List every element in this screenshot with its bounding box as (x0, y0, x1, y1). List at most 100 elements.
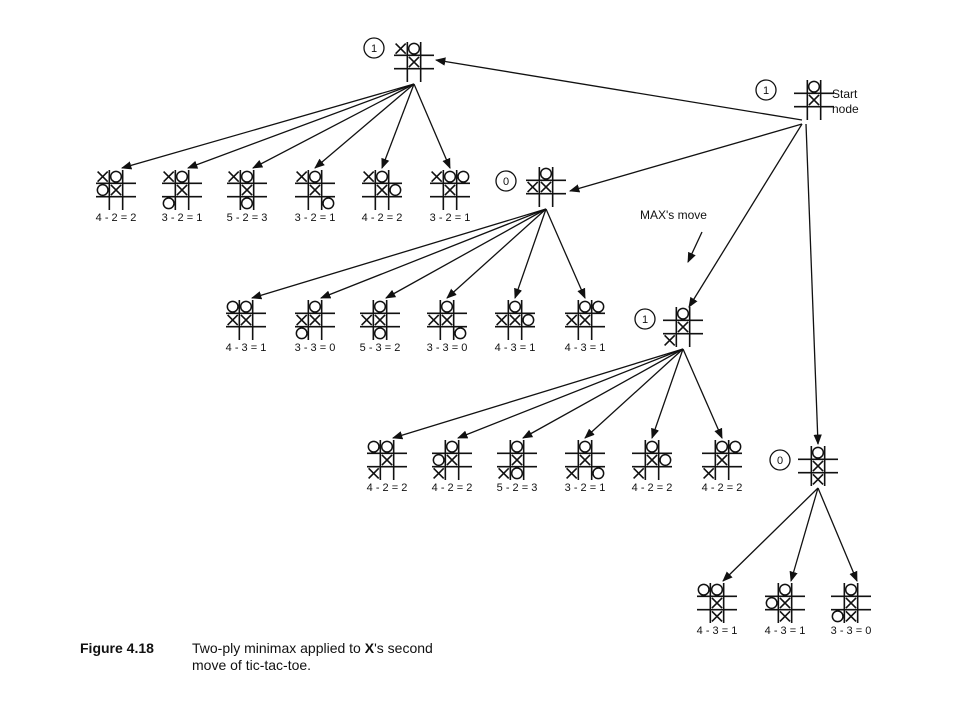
board-d2 (765, 583, 805, 623)
board-a2 (162, 170, 202, 210)
tree-edge (688, 123, 803, 308)
o-mark (729, 440, 742, 453)
tree-edge (392, 348, 684, 440)
x-mark (527, 181, 539, 193)
leaf-value-label: 4 - 3 = 1 (696, 625, 738, 637)
x-mark (441, 314, 453, 326)
board-c4 (565, 440, 605, 480)
tree-edge (817, 487, 858, 582)
tree-edge (446, 208, 547, 299)
o-mark (454, 327, 467, 340)
o-mark (844, 583, 858, 596)
tree-edge (789, 487, 819, 582)
tree-edge (251, 208, 547, 300)
o-mark (162, 197, 175, 210)
svg-text:1: 1 (371, 43, 377, 55)
tree-edge (722, 487, 819, 582)
o-mark (457, 170, 470, 183)
x-mark (845, 610, 857, 622)
o-mark (373, 300, 387, 313)
board-b5 (495, 300, 535, 340)
board-c (663, 307, 703, 347)
x-mark (376, 184, 388, 196)
o-mark (510, 467, 524, 480)
board-start (794, 80, 834, 120)
o-mark (831, 610, 844, 623)
x-mark (711, 597, 723, 609)
o-mark (389, 183, 402, 197)
x-mark (677, 321, 689, 333)
max-move-label: MAX's move (640, 208, 707, 222)
o-mark (539, 167, 553, 180)
o-mark (578, 300, 592, 313)
x-mark (664, 334, 676, 346)
board-b1 (226, 300, 266, 340)
start-node-label: Start node (832, 87, 859, 116)
tree-edge (457, 348, 684, 439)
board-d3 (831, 583, 871, 623)
board-c3 (497, 440, 537, 480)
tree-edge (314, 83, 415, 169)
x-mark (496, 314, 508, 326)
x-mark (808, 94, 820, 106)
o-mark (239, 300, 253, 313)
leaf-value-label: 4 - 2 = 2 (361, 212, 403, 224)
leaf-value-label: 4 - 2 = 2 (366, 482, 408, 494)
tree-edge (514, 208, 547, 299)
o-mark (697, 583, 710, 596)
x-mark (368, 467, 380, 479)
x-mark (431, 171, 443, 183)
leaf-value-label: 3 - 2 = 1 (564, 482, 606, 494)
board-b6 (565, 300, 605, 340)
o-mark (445, 440, 459, 453)
board-b3 (360, 300, 400, 340)
o-mark (367, 440, 380, 453)
tree-edge (385, 208, 547, 299)
leaf-value-label: 3 - 2 = 1 (161, 212, 203, 224)
leaf-value-label: 4 - 3 = 1 (225, 342, 267, 354)
o-mark (240, 197, 254, 210)
tree-edge (805, 123, 822, 446)
o-mark (308, 170, 322, 183)
leaf-value-label: 4 - 2 = 2 (431, 482, 473, 494)
o-mark (811, 446, 825, 459)
o-mark (226, 300, 239, 313)
x-mark (395, 43, 407, 55)
tree-edge (434, 57, 803, 121)
x-mark (540, 181, 552, 193)
o-mark (322, 197, 335, 210)
tree-edge (569, 123, 803, 193)
leaf-value-label: 5 - 2 = 3 (496, 482, 538, 494)
board-d1 (697, 583, 737, 623)
x-mark (240, 314, 252, 326)
tree-edge (252, 83, 415, 169)
tree-edge (522, 348, 684, 439)
node-d-value-circle: 0 (769, 449, 791, 471)
x-mark (374, 314, 386, 326)
x-mark (566, 314, 578, 326)
o-mark (710, 583, 724, 596)
x-mark (703, 467, 715, 479)
o-mark (175, 170, 189, 183)
start-node-value-circle: 1 (755, 79, 777, 101)
board-d (798, 446, 838, 486)
x-mark (241, 184, 253, 196)
tree-edge (584, 348, 684, 439)
board-c2 (432, 440, 472, 480)
figure-number: Figure 4.18 (80, 640, 154, 656)
x-mark (228, 171, 240, 183)
o-mark (295, 327, 308, 340)
o-mark (375, 170, 389, 183)
x-mark (97, 171, 109, 183)
leaf-value-label: 3 - 3 = 0 (294, 342, 336, 354)
o-mark (443, 170, 457, 183)
o-mark (578, 440, 592, 453)
x-mark (408, 56, 420, 68)
o-mark (807, 80, 821, 93)
tree-edge (651, 348, 684, 439)
leaf-value-label: 4 - 2 = 2 (95, 212, 137, 224)
leaf-value-label: 4 - 3 = 1 (764, 625, 806, 637)
x-mark (227, 314, 239, 326)
x-mark (428, 314, 440, 326)
